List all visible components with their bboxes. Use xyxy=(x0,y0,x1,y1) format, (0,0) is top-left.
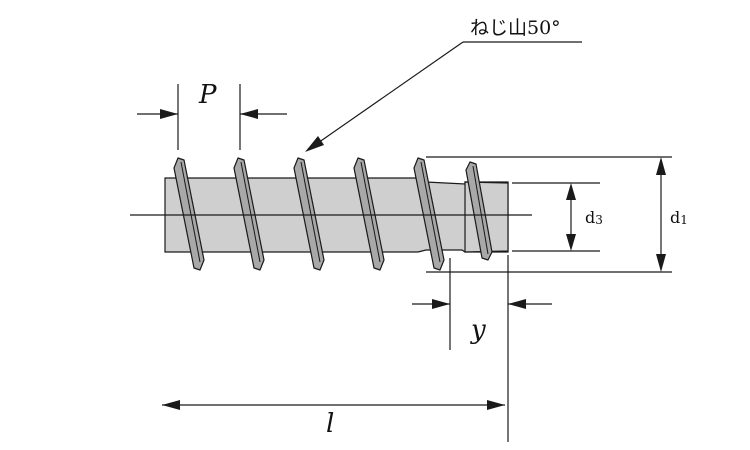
thread-crest xyxy=(465,161,493,261)
thread-crest xyxy=(173,157,205,271)
thread-crest xyxy=(413,157,445,271)
d1-label: d1 xyxy=(670,208,688,227)
y-label: y xyxy=(470,315,486,345)
pitch-label: P xyxy=(198,80,217,110)
d3-dimension: d3 xyxy=(512,182,603,252)
d3-label: d3 xyxy=(585,208,603,227)
thread-crests xyxy=(173,157,493,271)
y-dimension: y xyxy=(412,255,552,442)
thread-angle-callout: ねじ山50° xyxy=(305,17,582,152)
d1-dimension: d1 xyxy=(426,156,688,273)
thread-crest xyxy=(293,157,325,271)
thread-crest xyxy=(353,157,385,271)
length-label: l xyxy=(326,409,334,439)
length-dimension: l xyxy=(162,400,505,439)
thread-angle-label: ねじ山50° xyxy=(470,17,561,39)
thread-crest xyxy=(233,157,265,271)
pitch-dimension: P xyxy=(137,80,287,150)
